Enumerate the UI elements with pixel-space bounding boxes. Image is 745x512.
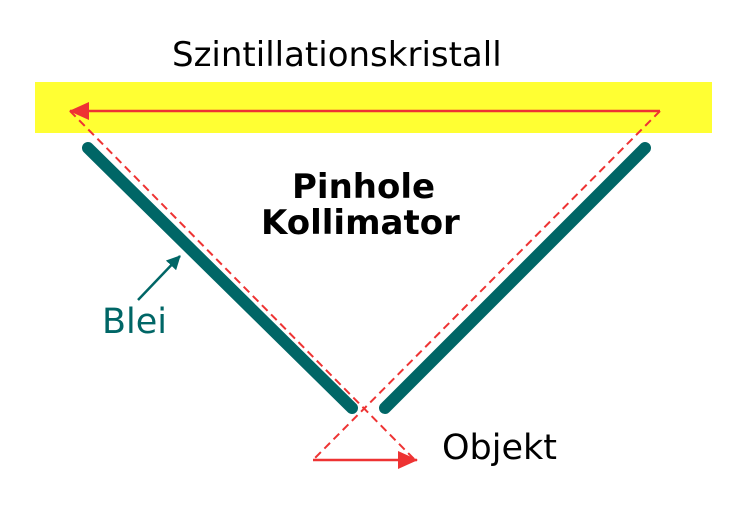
object-label: Objekt <box>442 428 558 468</box>
collimator-label-line1: Pinhole <box>292 167 436 207</box>
crystal-label: Szintillationskristall <box>172 35 502 75</box>
ray-dashed-left <box>69 110 416 461</box>
lead-wall-right <box>379 142 651 414</box>
scintillation-crystal <box>35 82 712 133</box>
lead-label: Blei <box>102 302 167 342</box>
collimator-label-line2: Kollimator <box>261 203 460 243</box>
ray-dashed-right <box>312 110 661 461</box>
lead-pointer-arrow <box>137 255 181 301</box>
lead-wall-left <box>82 142 358 414</box>
